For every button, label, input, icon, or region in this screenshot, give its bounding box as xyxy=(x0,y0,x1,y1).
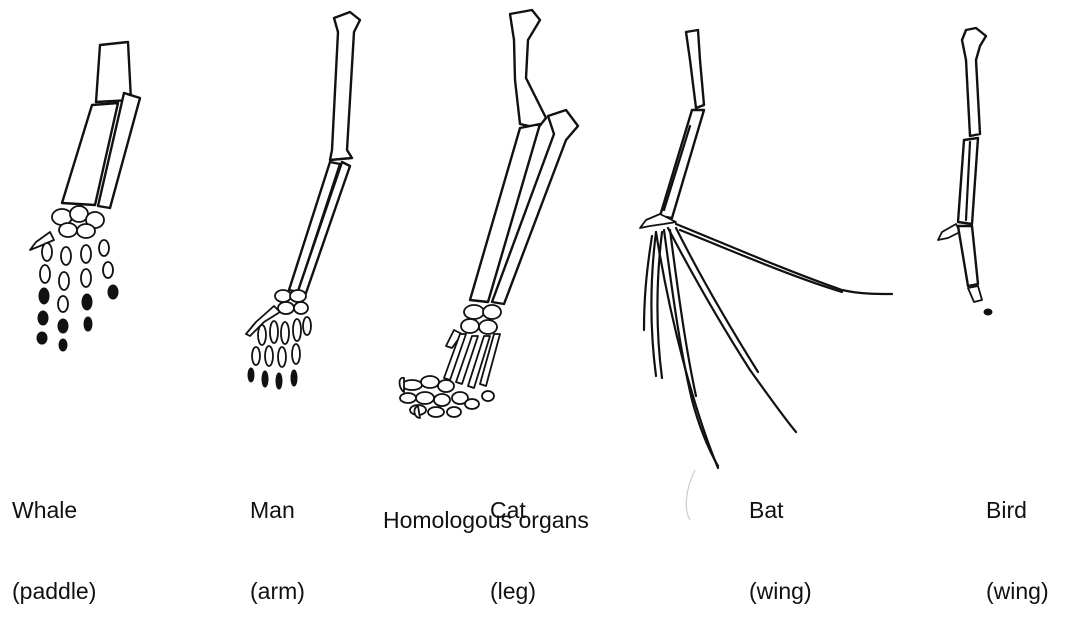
label-whale-name: Whale xyxy=(12,497,96,524)
label-bat-type: (wing) xyxy=(749,578,812,605)
man-radius xyxy=(289,162,340,292)
cat-femur xyxy=(510,10,546,128)
bird-carpometacarpus xyxy=(958,226,978,286)
cat-leg-skeleton xyxy=(400,10,579,418)
bat-wing-digits xyxy=(644,224,892,468)
label-bird-type: (wing) xyxy=(986,578,1049,605)
man-carpals xyxy=(275,290,308,314)
man-digits xyxy=(246,306,311,389)
man-humerus xyxy=(330,12,360,160)
whale-digits xyxy=(37,240,118,351)
man-arm-skeleton xyxy=(246,12,360,389)
whale-paddle-skeleton xyxy=(30,42,140,351)
label-whale-type: (paddle) xyxy=(12,578,96,605)
bat-wing-skeleton xyxy=(640,30,892,468)
label-bird-name: Bird xyxy=(986,497,1049,524)
smudge-mark xyxy=(686,470,695,520)
label-cat-type: (leg) xyxy=(490,578,536,605)
label-man-type: (arm) xyxy=(250,578,305,605)
bird-wing-skeleton xyxy=(938,28,992,315)
bird-humerus xyxy=(962,28,986,136)
label-bat-name: Bat xyxy=(749,497,812,524)
bat-humerus xyxy=(686,30,704,108)
label-man-name: Man xyxy=(250,497,305,524)
diagram-caption: Homologous organs xyxy=(383,507,589,534)
